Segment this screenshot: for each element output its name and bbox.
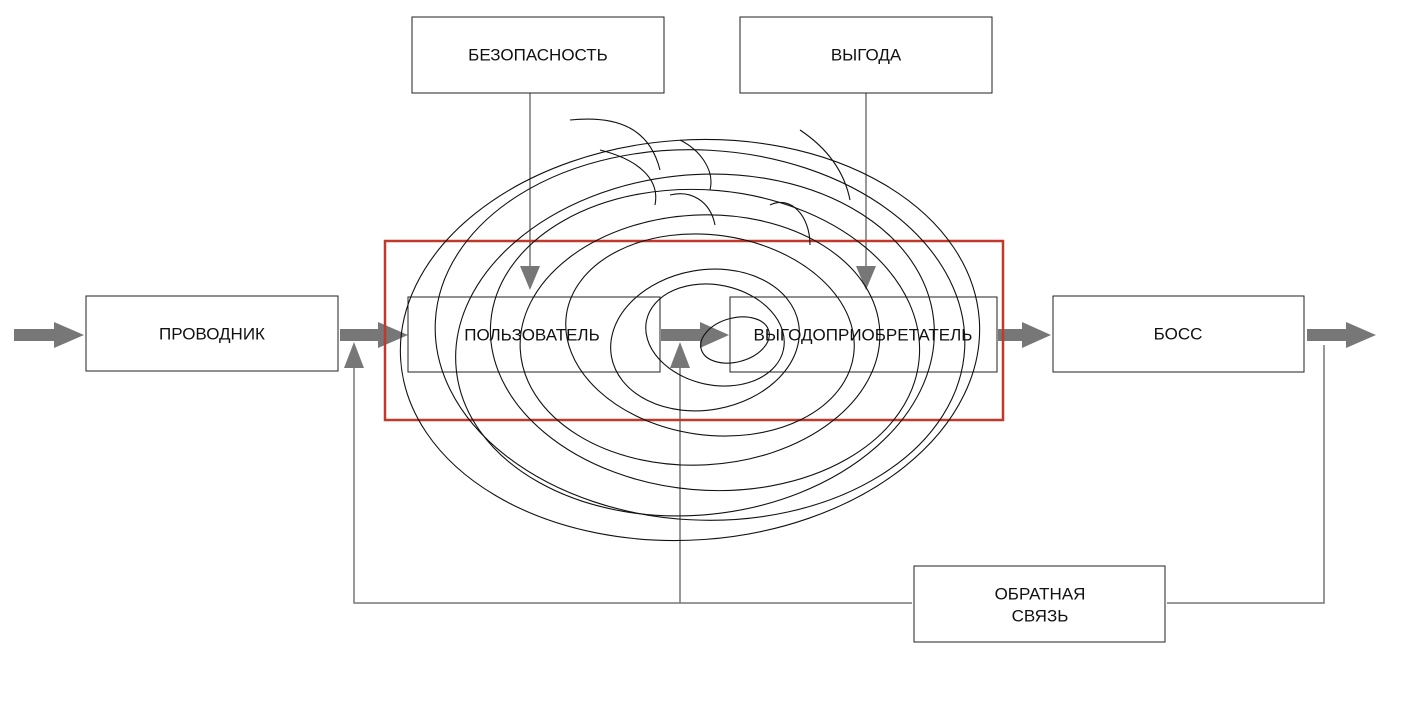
arrow-out — [1307, 322, 1376, 348]
node-label: ПОЛЬЗОВАТЕЛЬ — [464, 325, 600, 344]
node-vygoda: ВЫГОДА — [739, 16, 993, 94]
node-polzovatel: ПОЛЬЗОВАТЕЛЬ — [407, 296, 661, 373]
flow-arrows — [14, 322, 1376, 348]
node-label: БЕЗОПАСНОСТЬ — [468, 45, 608, 64]
arrow-vygodo-boss — [998, 322, 1051, 348]
node-vygodopriobretatel: ВЫГОДОПРИОБРЕТАТЕЛЬ — [729, 296, 998, 373]
feedback-arrowhead-1 — [344, 342, 364, 368]
feedback-lines — [344, 342, 1325, 604]
feedback-arrowhead-2 — [670, 342, 690, 368]
arrow-polzovatel-vygodo — [661, 322, 729, 348]
highlight-frame — [383, 239, 1005, 422]
node-feedback: ОБРАТНАЯ СВЯЗЬ — [913, 565, 1166, 643]
node-label: ВЫГОДА — [831, 45, 902, 64]
arrow-in — [14, 322, 84, 348]
arrow-provodnik-polzovatel — [340, 322, 408, 348]
node-provodnik: ПРОВОДНИК — [85, 295, 339, 372]
node-label: ПРОВОДНИК — [159, 324, 265, 343]
node-bezopasnost: БЕЗОПАСНОСТЬ — [411, 16, 665, 94]
input-arrows — [520, 93, 876, 290]
node-boss: БОСС — [1052, 295, 1305, 373]
node-label: СВЯЗЬ — [1012, 606, 1069, 625]
node-label: ОБРАТНАЯ — [995, 584, 1086, 603]
node-label: ВЫГОДОПРИОБРЕТАТЕЛЬ — [754, 325, 973, 344]
scribble-overlay — [399, 118, 981, 542]
node-label: БОСС — [1154, 324, 1203, 343]
